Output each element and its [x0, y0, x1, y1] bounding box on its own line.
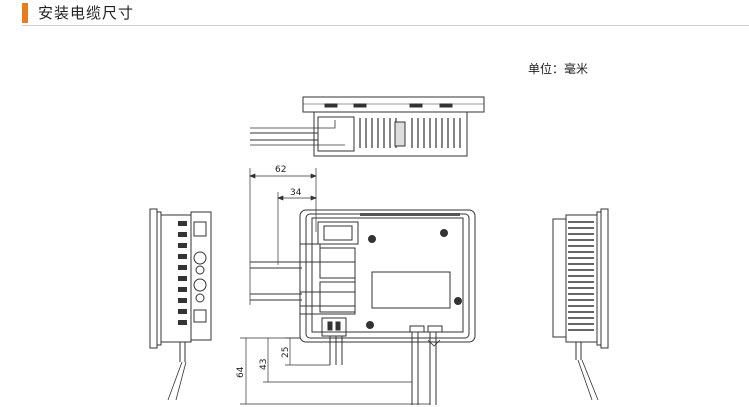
accent-bar	[22, 3, 28, 23]
dim-64: 64	[236, 366, 246, 378]
dim-25: 25	[281, 347, 291, 358]
section-header: 安装电缆尺寸	[0, 0, 749, 28]
left-side-view	[149, 208, 212, 401]
dimension-labels: 62 34 25 43 64	[236, 165, 302, 378]
header-divider	[22, 25, 749, 26]
dim-43: 43	[259, 359, 269, 370]
section-title: 安装电缆尺寸	[38, 4, 135, 22]
right-side-view	[552, 208, 609, 401]
unit-label: 单位：毫米	[528, 62, 589, 76]
dim-34: 34	[290, 188, 302, 198]
back-view	[250, 209, 476, 405]
dimension-lines	[240, 168, 430, 405]
top-view	[250, 96, 485, 157]
dim-62: 62	[275, 165, 286, 175]
